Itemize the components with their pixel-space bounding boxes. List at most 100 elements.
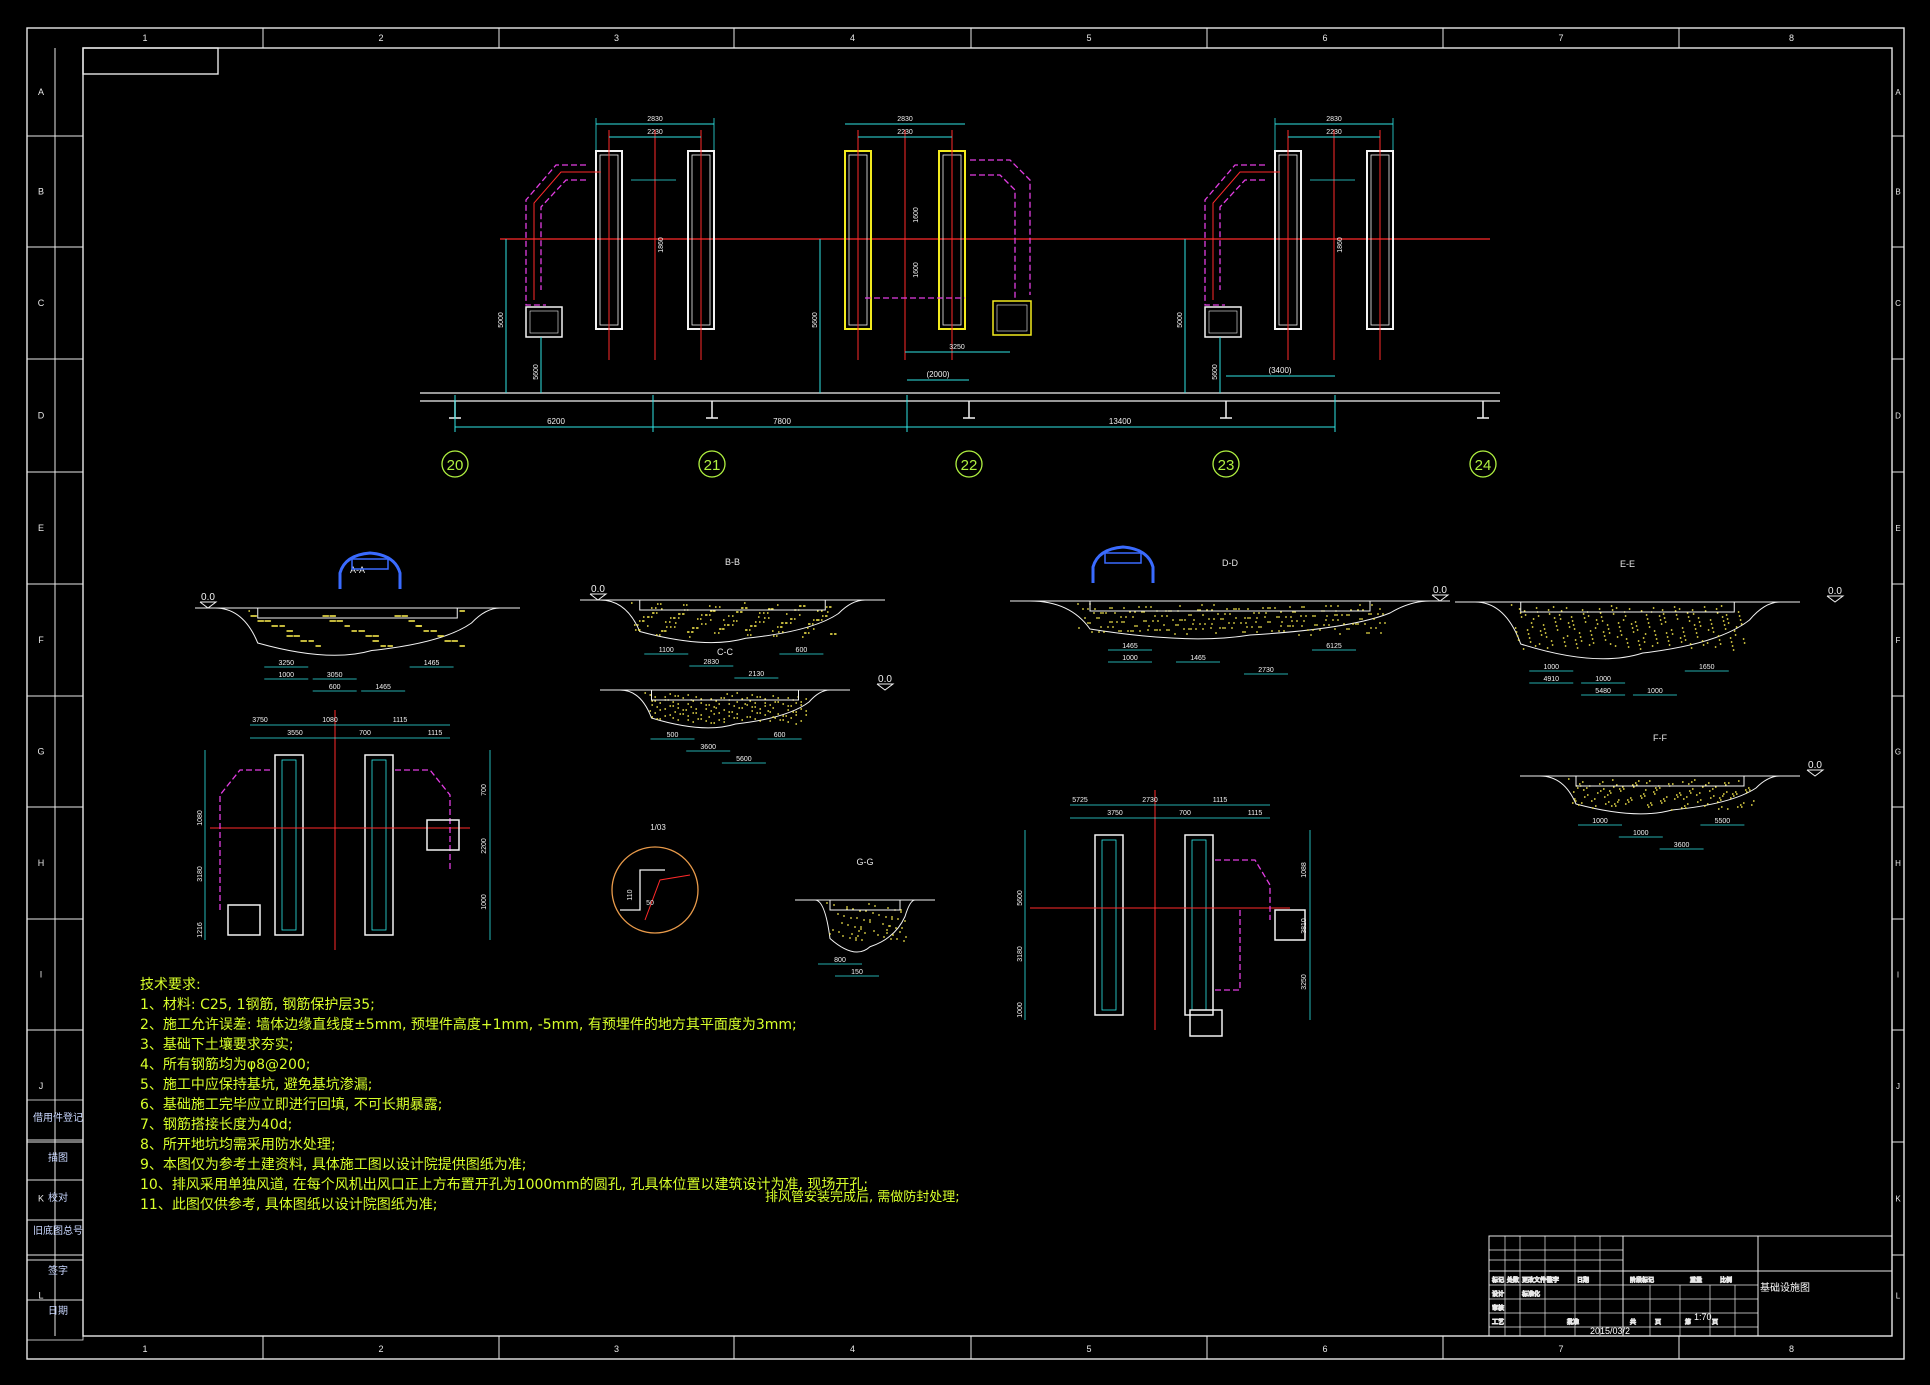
gravel bbox=[772, 635, 775, 637]
gravel bbox=[772, 716, 775, 718]
gravel bbox=[1637, 640, 1640, 642]
gravel bbox=[1325, 605, 1327, 607]
gravel bbox=[322, 615, 325, 617]
gravel bbox=[1540, 634, 1543, 636]
gravel bbox=[1328, 624, 1330, 626]
dimension-label: 5725 bbox=[1072, 797, 1088, 804]
gravel bbox=[1301, 606, 1303, 608]
gravel bbox=[659, 702, 662, 704]
gravel bbox=[860, 926, 862, 928]
gravel bbox=[826, 611, 829, 613]
gravel bbox=[1727, 782, 1730, 784]
gravel bbox=[802, 605, 805, 607]
axis-bubble bbox=[1212, 450, 1240, 478]
gravel bbox=[1694, 628, 1697, 630]
gravel bbox=[1109, 621, 1111, 623]
gravel bbox=[1619, 790, 1622, 792]
gravel bbox=[759, 708, 762, 710]
title-block-label: 处数 bbox=[1507, 1276, 1519, 1284]
row-label: L bbox=[1896, 1292, 1901, 1301]
gravel bbox=[1291, 620, 1293, 622]
gravel bbox=[1147, 629, 1149, 631]
gravel bbox=[1604, 803, 1607, 805]
dimension-label: 6125 bbox=[1326, 643, 1342, 650]
gravel bbox=[1280, 611, 1282, 613]
gravel bbox=[1123, 621, 1125, 623]
dimension-label: 3600 bbox=[700, 744, 716, 751]
gravel bbox=[1655, 789, 1658, 791]
gravel bbox=[805, 710, 808, 712]
fan-box bbox=[992, 300, 1032, 336]
dimension-label: 2230 bbox=[1326, 129, 1342, 136]
gravel bbox=[1077, 603, 1079, 605]
gravel bbox=[651, 716, 654, 718]
gravel bbox=[1091, 631, 1093, 633]
drawing-title: 基础设施图 bbox=[1760, 1283, 1810, 1294]
dimension-label: 600 bbox=[796, 647, 808, 654]
gravel bbox=[1520, 616, 1523, 618]
gravel bbox=[900, 909, 902, 911]
gravel bbox=[638, 620, 641, 622]
gravel bbox=[656, 718, 659, 720]
gravel bbox=[1614, 645, 1617, 647]
gravel bbox=[736, 717, 739, 719]
gravel bbox=[664, 696, 667, 698]
level-symbol bbox=[1806, 769, 1825, 777]
dimension-label: 3180 bbox=[1017, 946, 1024, 962]
gravel bbox=[1312, 615, 1314, 617]
gravel bbox=[1145, 606, 1147, 608]
gravel bbox=[1175, 624, 1177, 626]
gravel bbox=[792, 711, 795, 713]
gravel bbox=[782, 719, 785, 721]
gravel bbox=[1527, 633, 1530, 635]
gravel bbox=[842, 935, 844, 937]
gravel bbox=[854, 926, 856, 928]
gravel bbox=[1725, 614, 1728, 616]
gravel bbox=[1742, 638, 1745, 640]
excavation-outline bbox=[1029, 600, 1431, 640]
gravel bbox=[1642, 793, 1645, 795]
gravel bbox=[1615, 607, 1618, 609]
gravel bbox=[672, 617, 675, 619]
gravel bbox=[846, 906, 848, 908]
dimension-label: 6200 bbox=[547, 417, 565, 426]
vehicle-window bbox=[351, 558, 389, 570]
gravel bbox=[718, 703, 721, 705]
gravel bbox=[812, 619, 815, 621]
gravel bbox=[1721, 795, 1724, 797]
dimension-label: 1216 bbox=[197, 922, 204, 938]
gravel bbox=[777, 697, 780, 699]
exhaust-note: 排风管安装完成后, 需做防封处理; bbox=[765, 1190, 960, 1205]
gravel bbox=[1647, 806, 1650, 808]
booth-wall bbox=[1184, 834, 1214, 1016]
gravel bbox=[1655, 638, 1658, 640]
gravel bbox=[749, 716, 752, 718]
axis-bubble bbox=[1469, 450, 1497, 478]
gravel bbox=[700, 718, 703, 720]
gravel bbox=[1238, 608, 1240, 610]
gravel bbox=[1572, 791, 1575, 793]
gravel bbox=[1202, 614, 1204, 616]
gravel bbox=[777, 701, 780, 703]
gravel bbox=[1300, 615, 1302, 617]
duct-centerline bbox=[533, 171, 601, 300]
gravel bbox=[736, 713, 739, 715]
gravel bbox=[1615, 784, 1618, 786]
gravel bbox=[700, 614, 703, 616]
booth-wall bbox=[364, 754, 394, 936]
dimension-label: 2830 bbox=[647, 116, 663, 123]
gravel bbox=[1188, 628, 1190, 630]
gravel bbox=[896, 938, 898, 940]
gravel bbox=[1510, 604, 1513, 606]
axis-number: 24 bbox=[1475, 457, 1492, 474]
gravel bbox=[709, 619, 712, 621]
title-block-label: 页 bbox=[1655, 1319, 1661, 1326]
gravel bbox=[1631, 627, 1634, 629]
gravel bbox=[1590, 634, 1593, 636]
gravel bbox=[1718, 797, 1721, 799]
gravel bbox=[710, 722, 713, 724]
gravel bbox=[1190, 614, 1192, 616]
gravel bbox=[1361, 618, 1363, 620]
dimension-label: 2730 bbox=[1142, 797, 1158, 804]
